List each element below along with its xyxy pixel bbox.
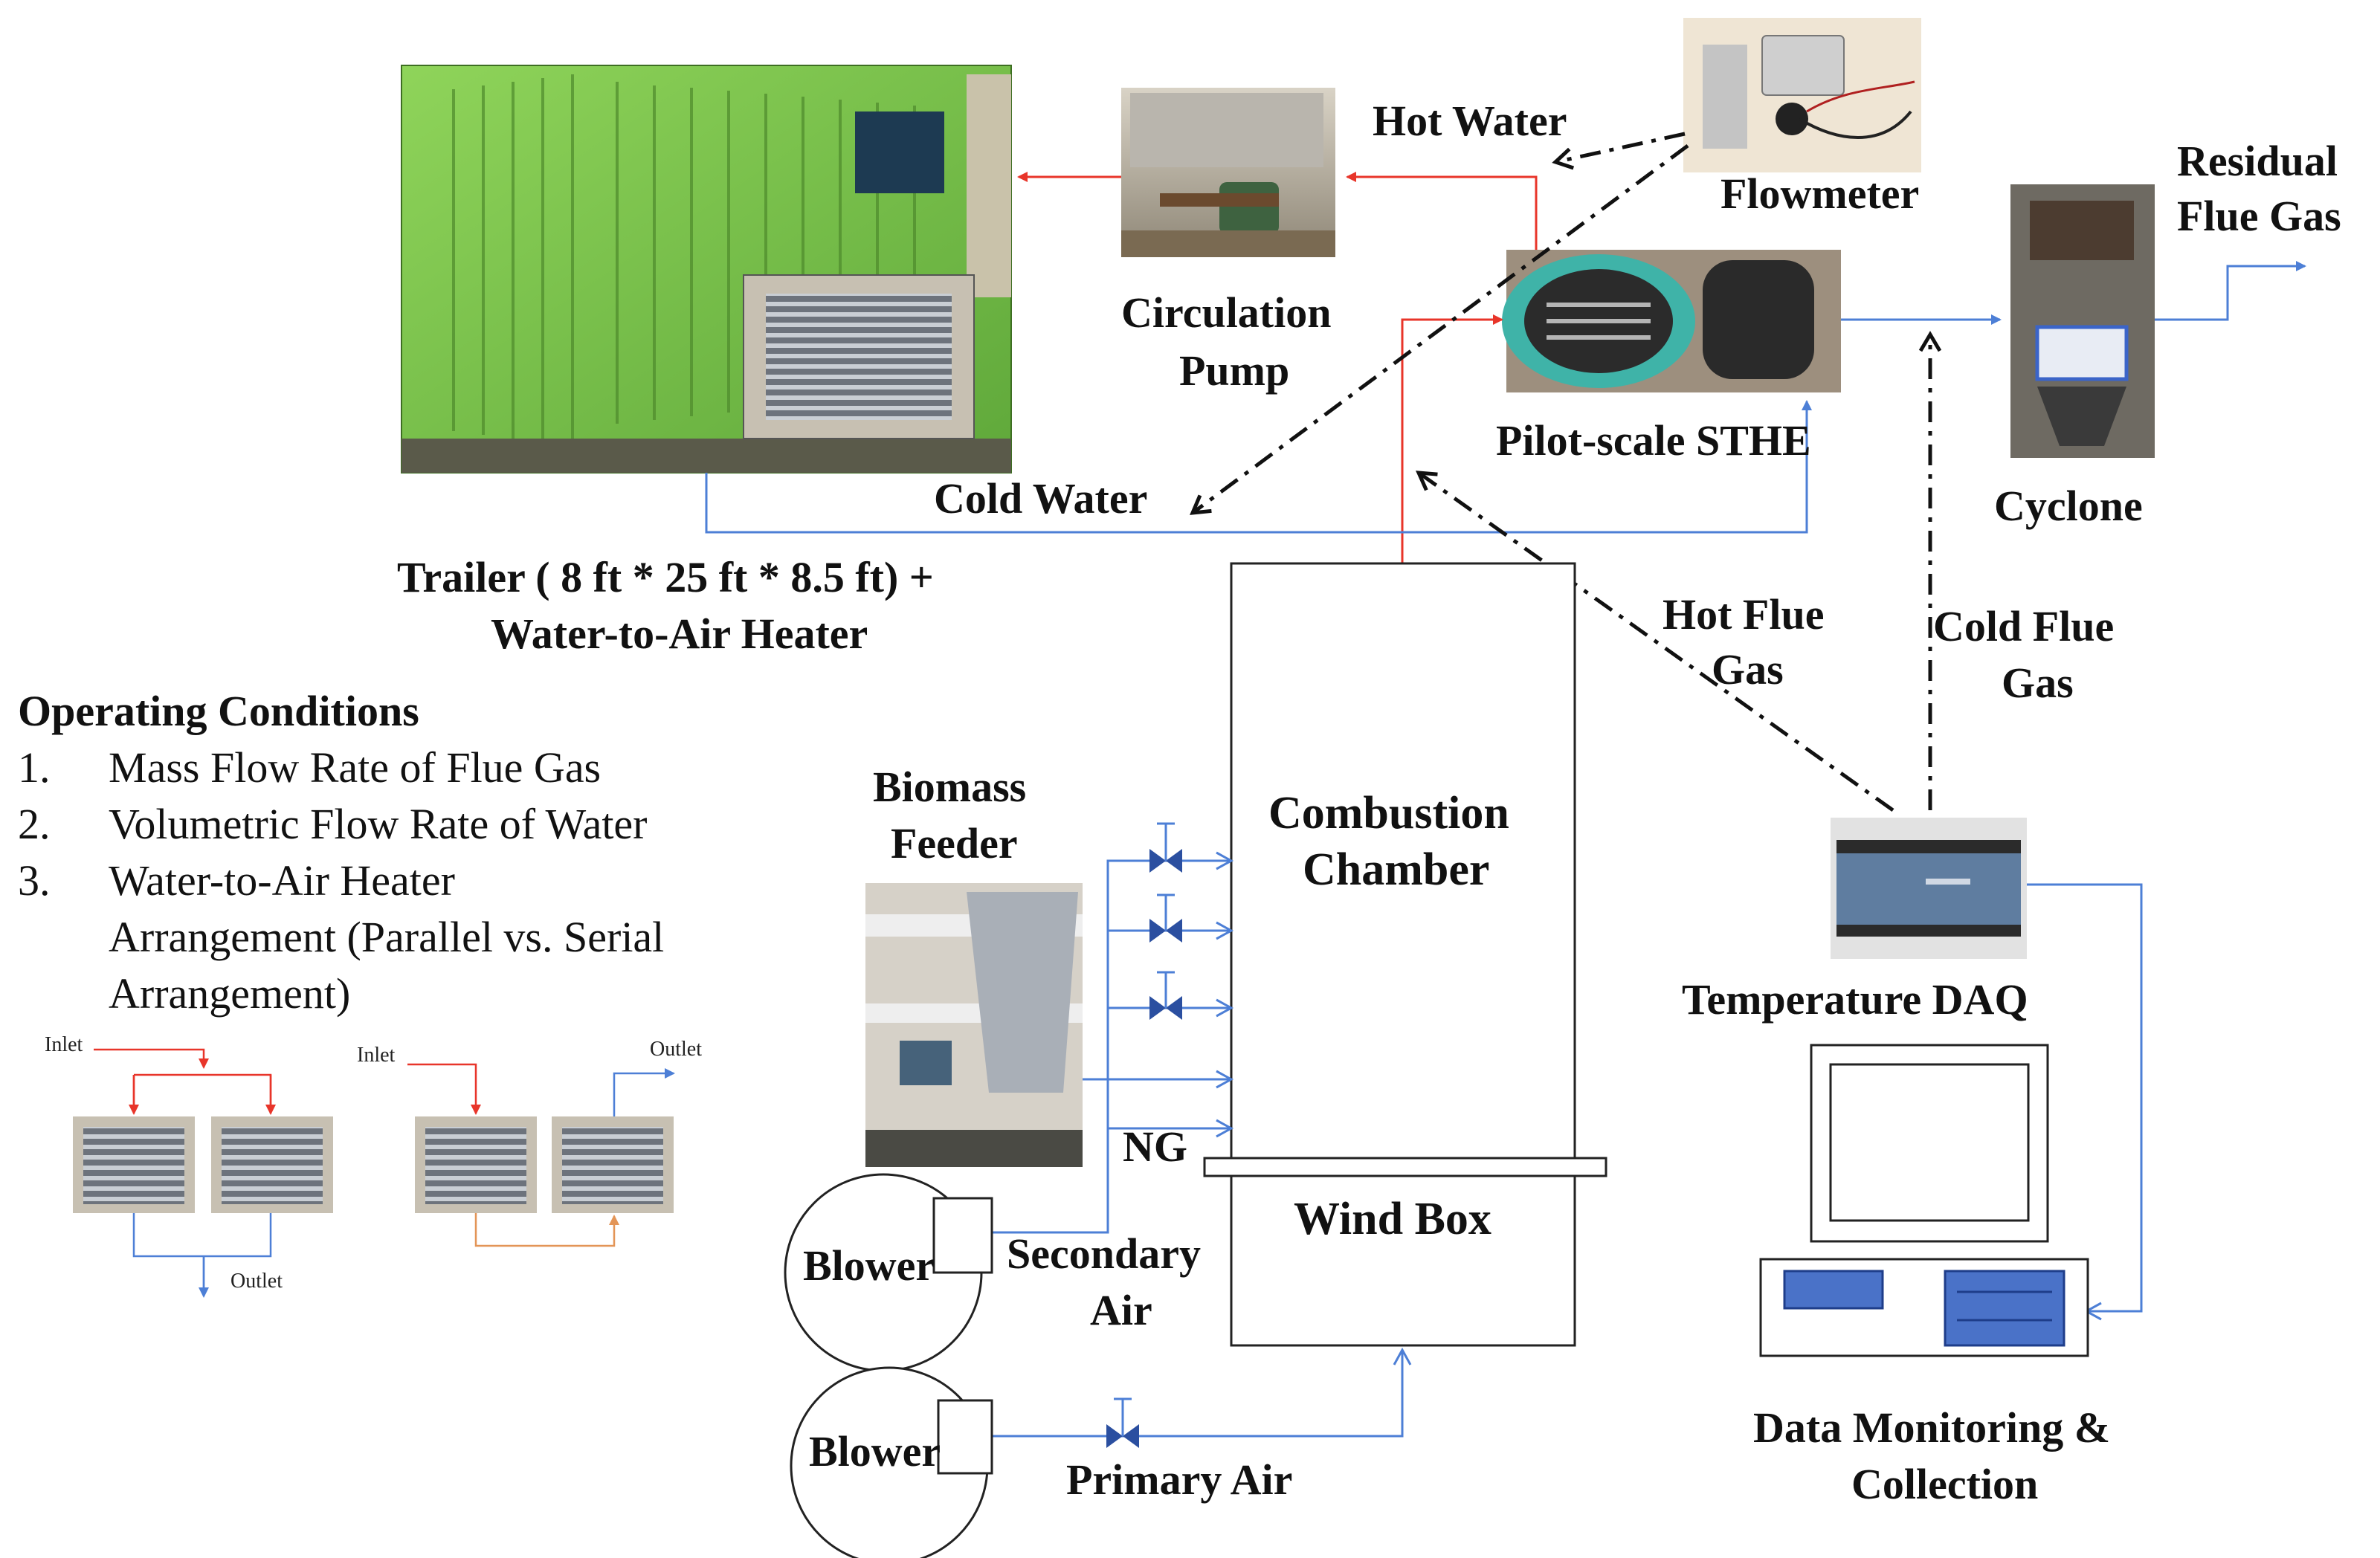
condition-text: Volumetric Flow Rate of Water [109,800,648,848]
secondary-air-valves [1149,822,1182,1020]
serial-inlet-label: Inlet [357,1044,396,1067]
serial-arrangement [407,1063,675,1247]
computer-icon [1759,1044,2089,1357]
wind-box-label: Wind Box [1294,1194,1491,1244]
data-monitoring-label-1: Data Monitoring & [1753,1403,2110,1452]
biomass-feeder-label-2: Feeder [891,819,1018,867]
hot-flue-gas-label-1: Hot Flue [1663,590,1824,639]
data-monitoring-label-2: Collection [1851,1460,2038,1508]
biomass-feeder-label-1: Biomass [873,763,1026,811]
condition-number: 2. [18,800,51,848]
parallel-inlet-label: Inlet [45,1033,83,1056]
condition-number: 3. [18,856,51,905]
trailer-photo [401,65,1012,473]
pilot-scale-sthe-label: Pilot-scale STHE [1496,416,1811,465]
circulation-pump-label-2: Pump [1179,346,1289,395]
hot-water-label: Hot Water [1373,97,1567,145]
residual-flue-gas-label-2: Flue Gas [2177,192,2341,240]
cold-water-lines [705,261,2306,534]
blower-secondary-label: Blower [803,1241,935,1290]
condition-number: 1. [18,743,51,792]
condition-text: Water-to-Air Heater [109,856,455,905]
cyclone-photo [2010,184,2155,458]
circulation-pump-label-1: Circulation [1121,288,1332,337]
hot-flue-gas-label-2: Gas [1712,645,1784,694]
condition-text: Arrangement) [109,969,350,1018]
valve-icon[interactable] [1149,893,1182,943]
combustion-chamber [1230,562,1576,1160]
parallel-arrangement [73,1048,333,1298]
blower-primary-icon [790,1366,993,1558]
serial-outlet-label: Outlet [650,1038,702,1061]
valve-icon[interactable] [1149,971,1182,1020]
secondary-air-label-1: Secondary [1007,1229,1201,1278]
primary-air-label: Primary Air [1066,1455,1292,1504]
trailer-label-1: Trailer ( 8 ft * 25 ft * 8.5 ft) + [397,553,934,601]
valve-icon[interactable] [1149,822,1182,873]
ng-label: NG [1123,1122,1187,1171]
combustion-chamber-label-2: Chamber [1303,844,1489,895]
secondary-air-label-2: Air [1090,1286,1152,1334]
primary-air-line [992,1347,1412,1438]
blower-secondary-icon [784,1173,993,1372]
hot-water-lines [1017,172,1538,563]
distributor-plate [1203,1157,1607,1177]
combustion-chamber-label-1: Combustion [1268,788,1509,838]
condition-text: Arrangement (Parallel vs. Serial [109,913,664,961]
cyclone-label: Cyclone [1994,482,2143,530]
sthe-photo [1502,250,1841,392]
blower-primary-label: Blower [809,1427,941,1475]
parallel-outlet-label: Outlet [230,1270,283,1293]
cold-water-label: Cold Water [934,474,1147,523]
flowmeter-photo [1683,18,1921,172]
operating-conditions: Operating Conditions 1. Mass Flow Rate o… [18,687,664,1018]
circulation-pump-photo [1121,88,1335,257]
residual-flue-gas-label-1: Residual [2177,137,2338,185]
signal-arrows [1190,132,1942,812]
wind-box [1230,1174,1576,1347]
cold-flue-gas-label-2: Gas [2002,659,2074,707]
condition-text: Mass Flow Rate of Flue Gas [109,743,601,792]
valve-icon[interactable] [1106,1397,1139,1448]
trailer-label-2: Water-to-Air Heater [491,610,868,658]
temperature-daq-photo [1831,818,2027,959]
temperature-daq-label: Temperature DAQ [1682,975,2028,1024]
flowmeter-label: Flowmeter [1720,169,1919,218]
biomass-feeder-photo [865,883,1083,1167]
daq-to-computer-line [2027,883,2143,1321]
cold-flue-gas-label-1: Cold Flue [1933,602,2114,650]
operating-conditions-title: Operating Conditions [18,687,419,735]
